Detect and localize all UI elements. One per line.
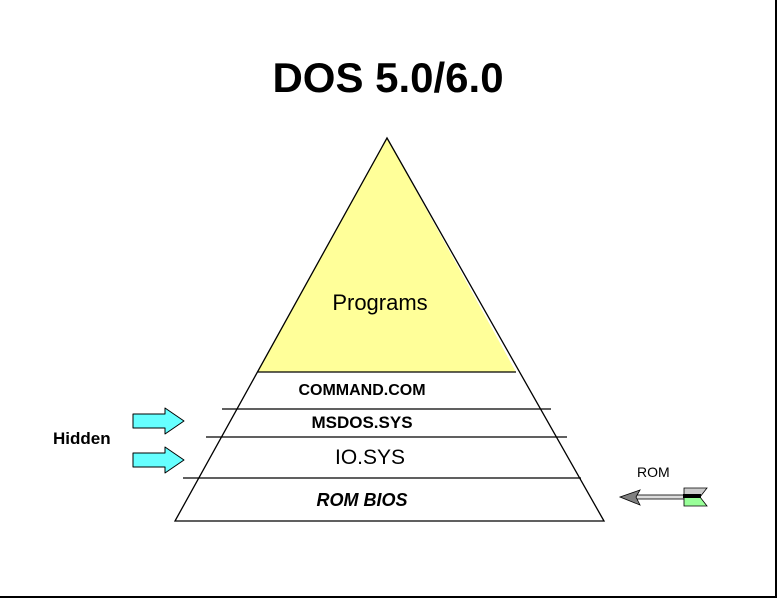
io-sys-label: IO.SYS: [335, 446, 405, 469]
pyramid-outline: [173, 136, 606, 522]
hidden-arrow-io-icon: [132, 446, 185, 474]
command-com-label: COMMAND.COM: [298, 382, 425, 399]
programs-label: Programs: [332, 290, 427, 315]
hidden-arrow-msdos-icon: [132, 407, 185, 435]
programs-layer: [258, 138, 516, 372]
hidden-label: Hidden: [53, 429, 111, 448]
rom-arrow-icon: [618, 487, 708, 507]
msdos-sys-label: MSDOS.SYS: [311, 413, 412, 432]
diagram-title: DOS 5.0/6.0: [272, 54, 503, 101]
rom-bios-label: ROM BIOS: [316, 490, 407, 510]
rom-label: ROM: [637, 464, 670, 480]
